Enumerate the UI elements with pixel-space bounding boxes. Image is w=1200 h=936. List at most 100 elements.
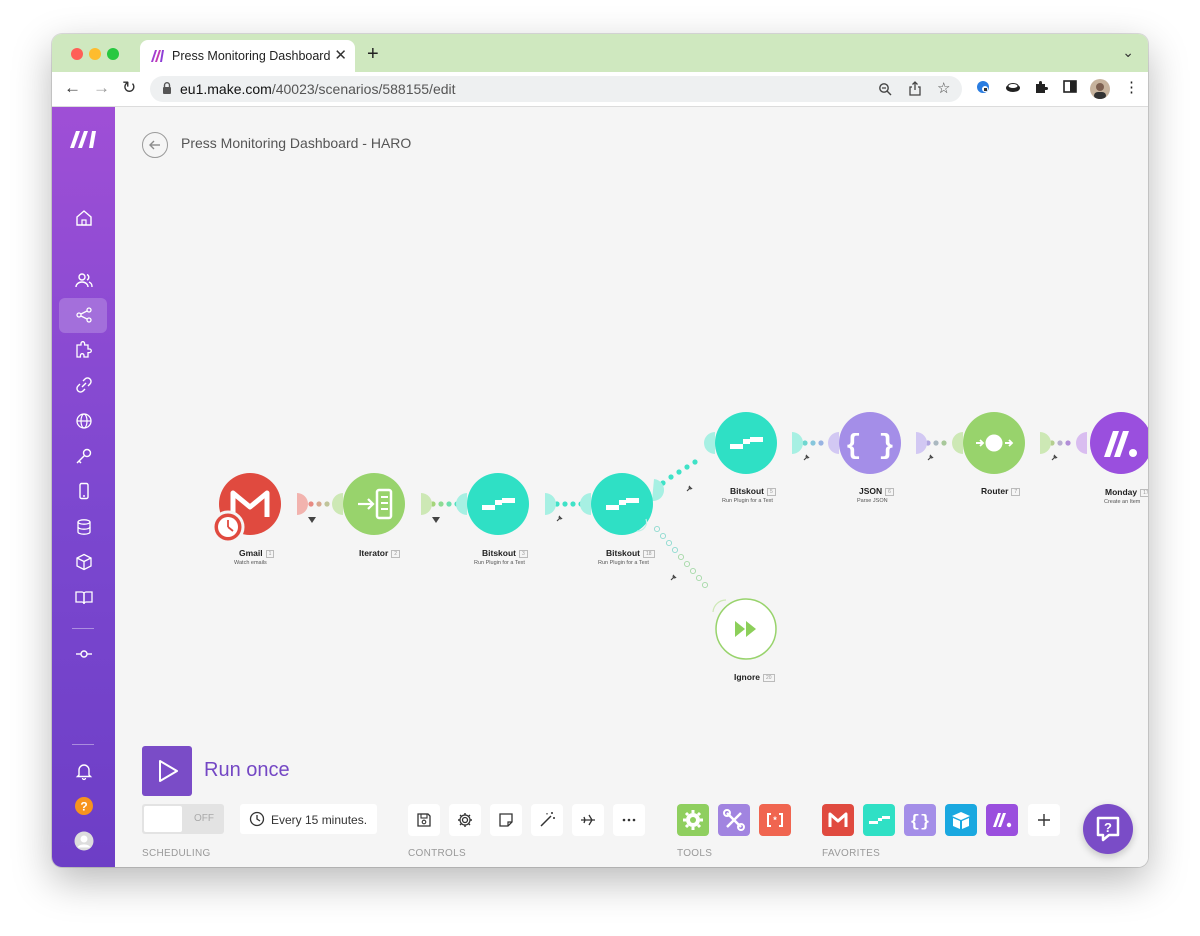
reload-icon[interactable]: ↻ xyxy=(122,78,137,97)
profile-avatar[interactable] xyxy=(1090,79,1110,99)
clock-trigger-icon[interactable] xyxy=(211,510,245,544)
kebab-menu-icon[interactable]: ⋮ xyxy=(1124,79,1139,96)
add-favorite-button[interactable] xyxy=(1028,804,1060,836)
extension-1-icon[interactable] xyxy=(976,80,990,97)
flow-control-icon[interactable] xyxy=(74,644,94,664)
devices-icon[interactable] xyxy=(74,481,94,501)
tool-flow-control[interactable] xyxy=(677,804,709,836)
side-panel-icon[interactable] xyxy=(1063,80,1077,96)
scenario-canvas[interactable]: Press Monitoring Dashboard - HARO xyxy=(115,107,1148,867)
scenario-settings-button[interactable] xyxy=(449,804,481,836)
zoom-window-button[interactable] xyxy=(107,48,119,60)
team-icon[interactable] xyxy=(74,270,94,290)
new-tab-icon[interactable]: + xyxy=(367,43,379,65)
wrench-screwdriver-icon xyxy=(723,809,745,831)
make-logo-icon xyxy=(151,50,164,62)
make-logo-icon xyxy=(993,813,1012,828)
share-icon[interactable] xyxy=(908,81,922,96)
templates-book-icon[interactable] xyxy=(74,588,94,608)
wrench-icon[interactable] xyxy=(556,515,563,522)
auto-align-button[interactable] xyxy=(531,804,563,836)
more-options-button[interactable] xyxy=(613,804,645,836)
tool-tools[interactable] xyxy=(718,804,750,836)
module-router[interactable] xyxy=(963,412,1025,474)
module-ignore[interactable] xyxy=(712,598,777,660)
notifications-bell-icon[interactable] xyxy=(74,761,94,781)
scenarios-icon[interactable] xyxy=(74,305,94,325)
close-tab-icon[interactable]: ✕ xyxy=(334,47,347,64)
tab-strip: Press Monitoring Dashboard - I ✕ + ⌄ xyxy=(52,34,1148,72)
module-iterator[interactable] xyxy=(343,473,405,535)
favorite-gmail[interactable] xyxy=(822,804,854,836)
minimize-window-button[interactable] xyxy=(89,48,101,60)
module-bitskout-5[interactable] xyxy=(715,412,777,474)
schedule-settings-button[interactable]: Every 15 minutes. xyxy=(240,804,377,834)
connector-bitskout18-bitskout5[interactable] xyxy=(660,459,698,486)
filter-icon[interactable] xyxy=(432,517,440,523)
help-chat-button[interactable]: ? xyxy=(1083,804,1133,854)
apps-icon[interactable] xyxy=(74,340,94,360)
save-button[interactable] xyxy=(408,804,440,836)
zoom-icon[interactable] xyxy=(878,82,892,96)
filter-icon[interactable] xyxy=(308,517,316,523)
save-icon xyxy=(417,813,431,827)
tool-text-parser[interactable]: * xyxy=(759,804,791,836)
connector-bitskout5-json[interactable] xyxy=(802,440,824,446)
connector-bitskout18-ignore[interactable] xyxy=(653,525,709,589)
magic-wand-icon xyxy=(540,812,555,827)
wrench-icon[interactable] xyxy=(1051,454,1058,461)
address-bar[interactable]: eu1.make.com/40023/scenarios/588155/edit… xyxy=(150,76,962,102)
home-icon[interactable] xyxy=(74,208,94,228)
explain-flow-button[interactable] xyxy=(572,804,604,836)
favorite-json[interactable]: {} xyxy=(904,804,936,836)
run-once-label[interactable]: Run once xyxy=(204,759,290,781)
wrench-icon[interactable] xyxy=(670,574,677,581)
connector-router-monday[interactable] xyxy=(1049,440,1071,446)
wrench-icon[interactable] xyxy=(686,485,693,492)
lock-icon xyxy=(163,82,171,94)
connections-icon[interactable] xyxy=(74,375,94,395)
sidebar-divider xyxy=(72,628,94,629)
close-window-button[interactable] xyxy=(71,48,83,60)
scheduling-toggle[interactable]: OFF xyxy=(142,804,224,834)
notes-button[interactable] xyxy=(490,804,522,836)
module-bitskout-18[interactable] xyxy=(591,473,653,535)
module-gmail[interactable] xyxy=(211,473,281,544)
help-icon[interactable]: ? xyxy=(74,796,94,816)
user-avatar[interactable] xyxy=(74,831,94,851)
module-bitskout-3[interactable] xyxy=(467,473,529,535)
svg-text:?: ? xyxy=(1104,820,1112,835)
back-arrow-icon[interactable]: ← xyxy=(64,78,81,97)
connector-iterator-bitskout3[interactable] xyxy=(430,501,460,507)
browser-tab[interactable]: Press Monitoring Dashboard - I ✕ xyxy=(140,40,355,72)
gmail-icon xyxy=(828,812,848,827)
favorite-make[interactable] xyxy=(986,804,1018,836)
keys-icon[interactable] xyxy=(74,446,94,466)
extensions-puzzle-icon[interactable] xyxy=(1034,80,1048,97)
webhooks-globe-icon[interactable] xyxy=(74,411,94,431)
wrench-icon[interactable] xyxy=(927,454,934,461)
connector-bitskout3-bitskout18[interactable] xyxy=(554,501,584,507)
datastructures-icon[interactable] xyxy=(74,552,94,572)
bookmark-star-icon[interactable]: ☆ xyxy=(937,80,951,97)
module-monday[interactable] xyxy=(1090,412,1148,474)
favorite-airtable[interactable] xyxy=(945,804,977,836)
make-logo-icon[interactable] xyxy=(69,129,99,149)
connector-json-router[interactable] xyxy=(925,440,947,446)
favorite-bitskout[interactable] xyxy=(863,804,895,836)
module-subtitle: Parse JSON xyxy=(857,498,888,504)
back-button[interactable] xyxy=(142,132,168,158)
wrench-icon[interactable] xyxy=(803,454,810,461)
gear-icon xyxy=(458,813,472,827)
forward-arrow-icon[interactable]: → xyxy=(93,78,110,97)
datastores-icon[interactable] xyxy=(74,517,94,537)
section-label-controls: CONTROLS xyxy=(408,848,466,859)
extension-2-icon[interactable] xyxy=(1005,80,1021,97)
svg-text:?: ? xyxy=(80,800,87,814)
run-once-button[interactable] xyxy=(142,746,192,796)
module-json[interactable]: { } xyxy=(839,412,901,474)
chevron-down-icon[interactable]: ⌄ xyxy=(1122,44,1134,60)
